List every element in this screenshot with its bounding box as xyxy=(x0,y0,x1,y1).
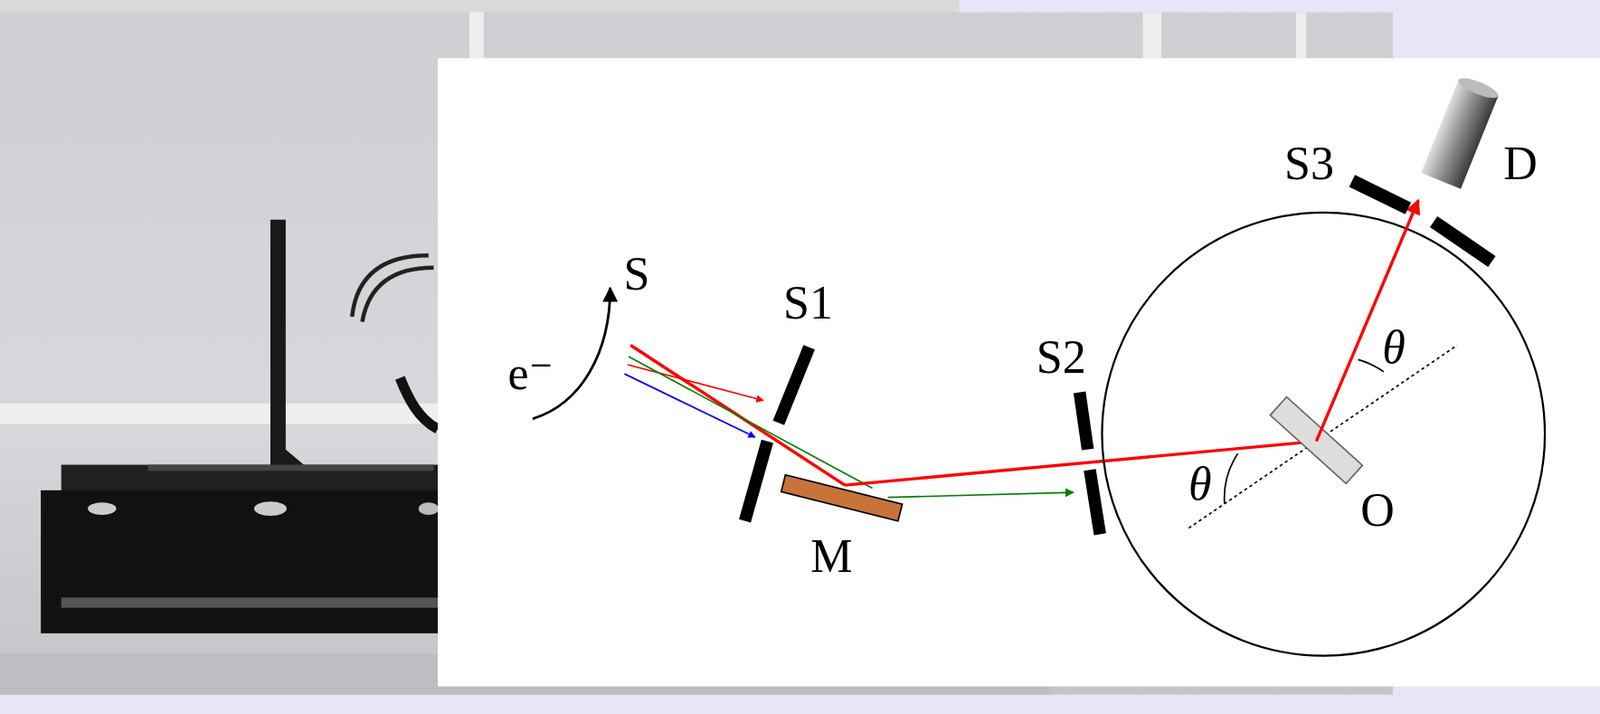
source-label: S xyxy=(624,250,651,298)
slit-s2-lower xyxy=(1089,469,1100,534)
angle-label: θ xyxy=(1188,460,1212,508)
slit-s1-upper xyxy=(778,347,810,424)
red-reflected-beam xyxy=(844,441,1316,486)
green-reflected-beam xyxy=(888,492,1074,498)
slit-label: S3 xyxy=(1284,140,1335,188)
diagram-panel xyxy=(437,57,1600,686)
angle-arc xyxy=(1358,359,1384,372)
green-beam xyxy=(628,356,873,489)
slit-s3-left xyxy=(1352,180,1409,209)
detector xyxy=(1420,74,1501,190)
red-beam-arrow xyxy=(627,364,764,401)
slit-s2-upper xyxy=(1079,391,1089,449)
sample-label: O xyxy=(1360,486,1395,534)
slit-s1-lower xyxy=(745,441,768,521)
angle-arc xyxy=(1224,453,1239,503)
diffractometer-circle xyxy=(1101,212,1545,656)
detector-label: D xyxy=(1503,140,1538,188)
slit-label: S2 xyxy=(1036,333,1087,381)
blue-beam-arrow xyxy=(624,373,755,437)
diffracted-beam xyxy=(1315,199,1419,441)
slit-s3-right xyxy=(1433,221,1492,262)
sample-plane-line xyxy=(1188,345,1458,529)
mirror-label: M xyxy=(810,532,853,580)
electron-label: e⁻ xyxy=(507,350,554,398)
angle-label: θ xyxy=(1382,323,1406,371)
slit-label: S1 xyxy=(783,279,834,327)
